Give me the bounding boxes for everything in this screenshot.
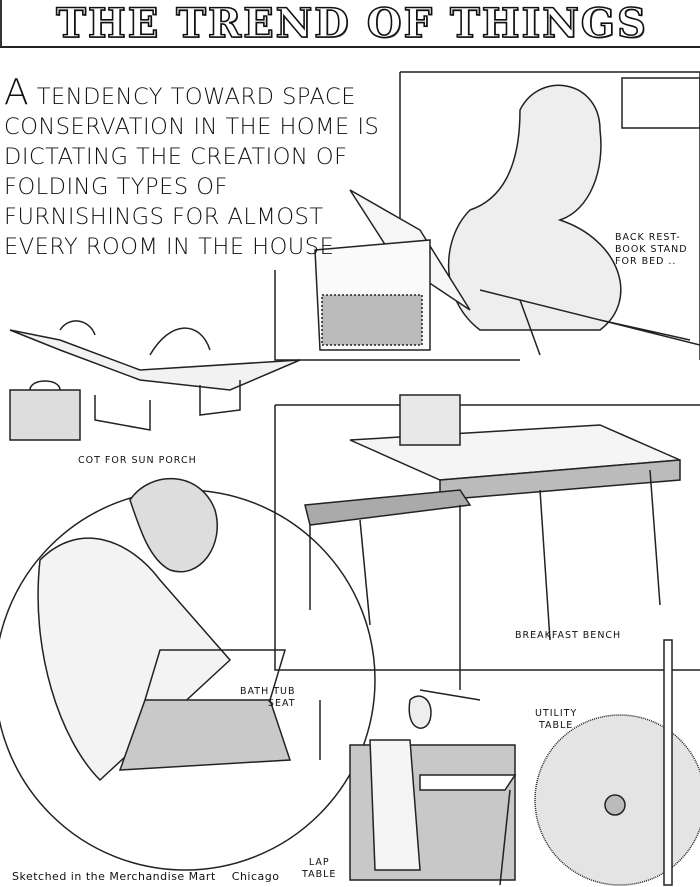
intro-body: tendency toward space conservation in th… xyxy=(4,84,380,260)
caption-line: BATH TUB xyxy=(240,686,296,697)
caption-breakfast-bench: BREAKFAST BENCH xyxy=(515,630,622,641)
caption-line: LAP xyxy=(308,857,330,868)
back-rest-illustration xyxy=(274,71,700,361)
caption-lap-table: LAP TABLE xyxy=(302,857,336,881)
caption-line: TABLE xyxy=(538,720,574,731)
caption-line: FOR BED .. xyxy=(615,256,677,267)
credit-text: Sketched in the Merchandise Mart xyxy=(12,870,216,883)
credit-line: Sketched in the Merchandise Mart Chicago xyxy=(12,870,279,883)
caption-line: BOOK STAND xyxy=(615,244,688,255)
caption-bath-tub-seat: BATH TUB SEAT xyxy=(240,686,296,710)
caption-back-rest: BACK REST- BOOK STAND FOR BED .. xyxy=(615,232,688,268)
caption-line: SEAT xyxy=(267,698,296,709)
cot-illustration xyxy=(9,320,301,441)
utility-table-illustration xyxy=(534,639,700,886)
intro-text: A tendency toward space conservation in … xyxy=(4,75,384,262)
caption-utility-table: UTILITY TABLE xyxy=(535,708,577,732)
caption-cot: COT FOR SUN PORCH xyxy=(78,455,197,466)
caption-line: BACK REST- xyxy=(615,232,681,243)
lap-table-illustration xyxy=(349,695,517,886)
bath-tub-seat-illustration xyxy=(0,478,376,871)
caption-line: UTILITY xyxy=(535,708,578,719)
caption-line: TABLE xyxy=(302,869,337,880)
breakfast-bench-illustration xyxy=(274,394,700,701)
page-title: THE TREND OF THINGS xyxy=(0,0,700,48)
credit-city: Chicago xyxy=(231,870,280,883)
drop-cap: A xyxy=(4,72,30,113)
